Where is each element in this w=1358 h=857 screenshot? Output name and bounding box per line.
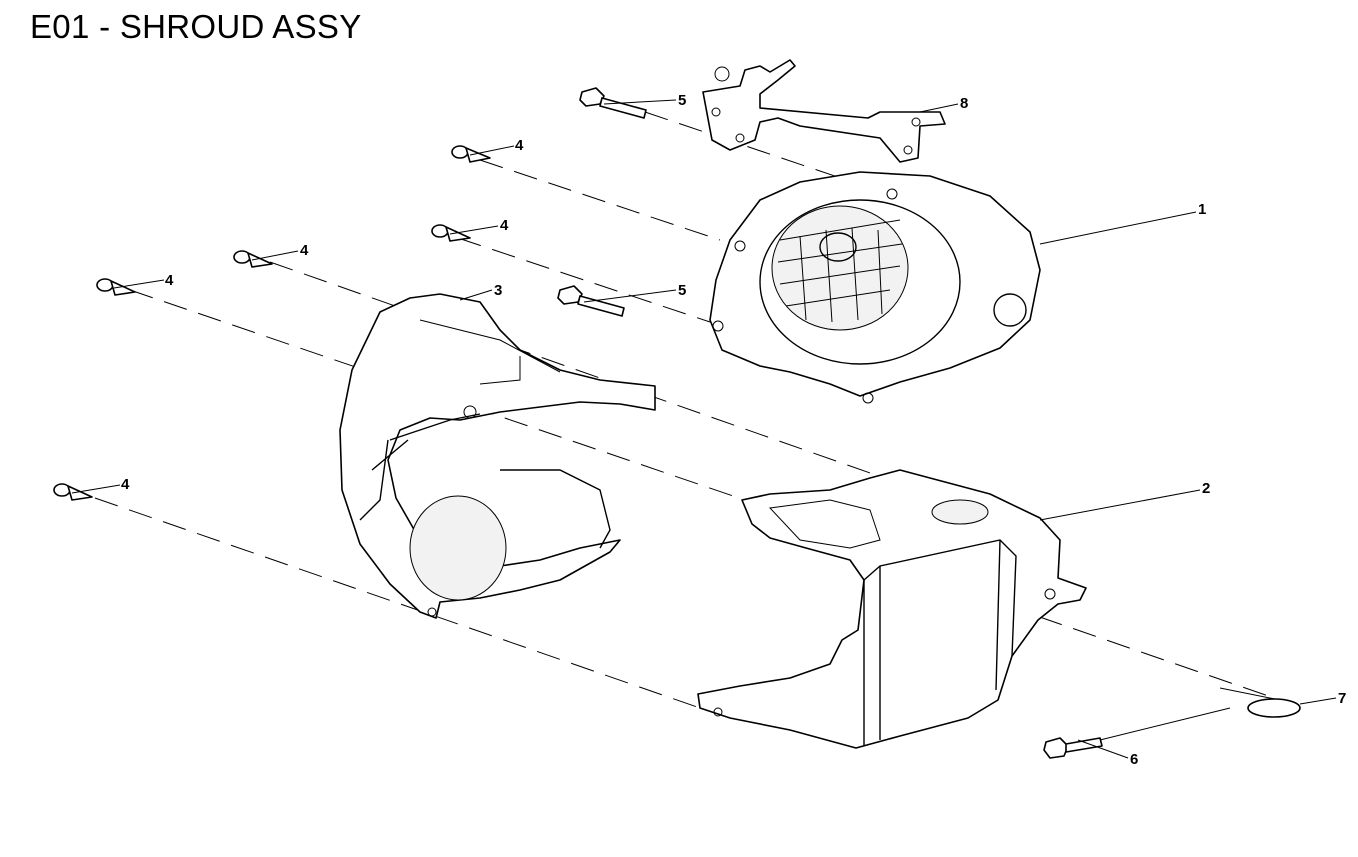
- screw-4-d: [96, 278, 136, 296]
- callout-7: 7: [1338, 690, 1346, 707]
- callout-5-a: 5: [678, 92, 686, 109]
- page-title: E01 - SHROUD ASSY: [30, 8, 362, 45]
- callout-6: 6: [1130, 751, 1138, 768]
- callout-1: 1: [1198, 201, 1206, 218]
- bolt-5-b: [557, 285, 625, 317]
- assembly-dashed-lines: [94, 111, 1281, 741]
- part-3-left-shroud: [339, 293, 656, 619]
- part-5-bolts: [557, 87, 647, 317]
- callout-numbers: 1 2 3 4 4 4 4 4 5 5 6 7 8: [121, 92, 1346, 768]
- callout-3: 3: [494, 282, 502, 299]
- callout-2: 2: [1202, 480, 1210, 497]
- callout-4-c: 4: [300, 242, 309, 259]
- callout-4-d: 4: [165, 272, 174, 289]
- part-6-bolt: [1043, 737, 1103, 759]
- part-2-lower-shroud: [697, 469, 1087, 749]
- screw-4-c: [233, 250, 273, 268]
- bolt-5-a: [579, 87, 647, 119]
- callout-4-b: 4: [500, 217, 509, 234]
- screw-4-b: [431, 224, 471, 242]
- callout-8: 8: [960, 95, 968, 112]
- callout-4-e: 4: [121, 476, 130, 493]
- part-8-bracket: [702, 59, 946, 163]
- screw-4-a: [451, 145, 491, 163]
- part-1-fan-cover: [709, 171, 1041, 404]
- screw-4-e: [53, 483, 93, 501]
- part-7-o-ring: [1247, 698, 1301, 718]
- callout-4-a: 4: [515, 137, 524, 154]
- callout-5-b: 5: [678, 282, 686, 299]
- leader-lines: [71, 99, 1337, 759]
